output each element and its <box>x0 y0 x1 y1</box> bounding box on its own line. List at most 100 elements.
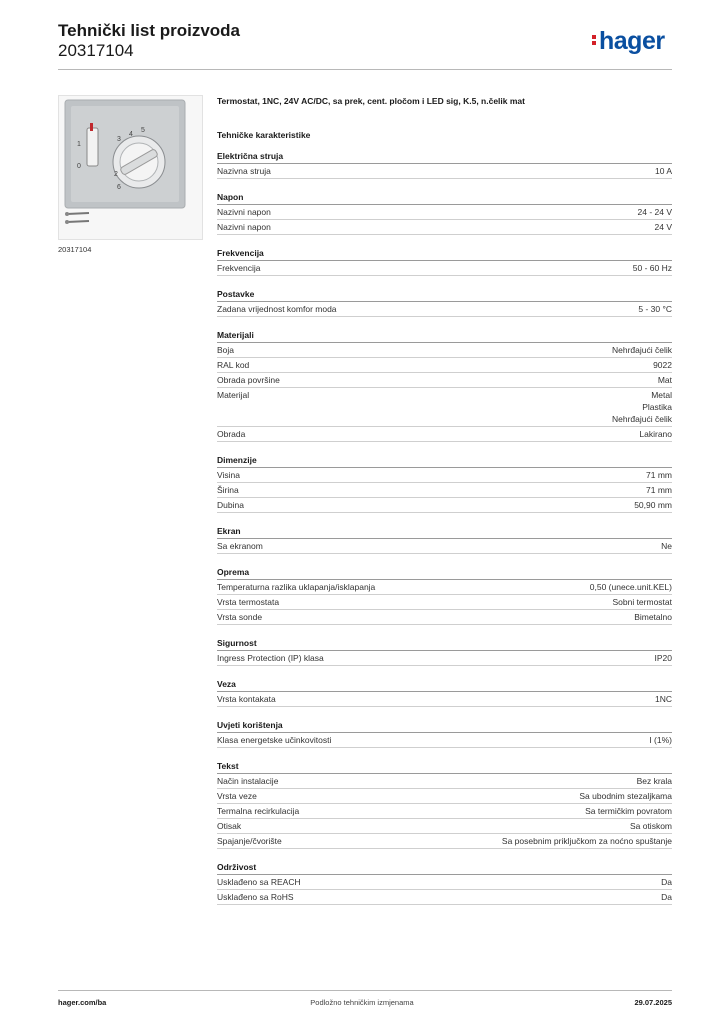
spec-label: Otisak <box>217 821 242 831</box>
spec-label: Vrsta sonde <box>217 612 263 622</box>
spec-value: Mat <box>658 374 672 386</box>
spec-row: Obrada površine Mat <box>217 373 672 388</box>
header: Tehnički list proizvoda 20317104 <box>58 20 240 61</box>
spec-value-line: 71 mm <box>646 485 672 495</box>
spec-value: 0,50 (unece.unit.KEL) <box>590 581 672 593</box>
spec-label: Dubina <box>217 500 244 510</box>
spec-row: Nazivni napon 24 V <box>217 220 672 235</box>
spec-value: 24 - 24 V <box>638 206 673 218</box>
spec-group-title: Ekran <box>217 525 672 539</box>
product-code: 20317104 <box>58 41 134 60</box>
spec-label: Frekvencija <box>217 263 261 273</box>
spec-label: Visina <box>217 470 240 480</box>
screws-icon <box>65 212 90 224</box>
dial-mark: 3 <box>117 136 121 143</box>
spec-value-line: Da <box>661 892 672 902</box>
spec-label: Usklađeno sa RoHS <box>217 892 294 902</box>
spec-value-line: 9022 <box>653 360 672 370</box>
section-heading: Tehničke karakteristike <box>217 130 311 140</box>
spec-value-line: Ne <box>661 541 672 551</box>
spec-row: RAL kod 9022 <box>217 358 672 373</box>
spec-value-line: Bimetalno <box>634 612 672 622</box>
spec-value: 10 A <box>655 165 672 177</box>
spec-row: Temperaturna razlika uklapanja/isklapanj… <box>217 580 672 595</box>
spec-value-line: Metal <box>651 390 672 400</box>
spec-label: Zadana vrijednost komfor moda <box>217 304 337 314</box>
spec-value: Bez krala <box>637 775 672 787</box>
spec-value-line: 71 mm <box>646 470 672 480</box>
spec-value: Sobni termostat <box>612 596 672 608</box>
spec-value-line: 5 - 30 °C <box>638 304 672 314</box>
spec-value: 9022 <box>653 359 672 371</box>
spec-label: Klasa energetske učinkovitosti <box>217 735 332 745</box>
spec-label: Nazivni napon <box>217 222 271 232</box>
logo-text: hager <box>599 27 665 55</box>
dial-mark: 1 <box>77 141 81 148</box>
spec-row: Nazivni napon 24 - 24 V <box>217 205 672 220</box>
footer-website[interactable]: hager.com/ba <box>58 998 107 1007</box>
footer-divider <box>58 990 672 991</box>
spec-value: Ne <box>661 540 672 552</box>
spec-value-line: Plastika <box>642 402 672 412</box>
spec-value: Sa termičkim povratom <box>585 805 672 817</box>
spec-group-title: Napon <box>217 191 672 205</box>
spec-content: Termostat, 1NC, 24V AC/DC, sa prek, cent… <box>217 95 672 917</box>
product-title: Termostat, 1NC, 24V AC/DC, sa prek, cent… <box>217 96 525 106</box>
spec-value-line: I (1%) <box>649 735 672 745</box>
spec-group-title: Sigurnost <box>217 637 672 651</box>
logo-dots-icon <box>592 33 597 47</box>
spec-value: Da <box>661 891 672 903</box>
spec-label: Obrada <box>217 429 246 439</box>
hager-logo: hager <box>592 27 665 56</box>
spec-label: Nazivni napon <box>217 207 271 217</box>
spec-label: Spajanje/čvorište <box>217 836 282 846</box>
spec-value-line: Nehrđajući čelik <box>612 414 672 424</box>
spec-group-title: Frekvencija <box>217 247 672 261</box>
spec-value: Da <box>661 876 672 888</box>
spec-value: 71 mm <box>646 469 672 481</box>
spec-value: IP20 <box>655 652 673 664</box>
spec-value-line: 24 V <box>654 222 673 232</box>
spec-value-line: 50 - 60 Hz <box>632 263 672 273</box>
spec-label: Ingress Protection (IP) klasa <box>217 653 324 663</box>
spec-label: Temperaturna razlika uklapanja/isklapanj… <box>217 582 376 592</box>
header-divider <box>58 69 672 70</box>
spec-label: Usklađeno sa REACH <box>217 877 301 887</box>
spec-value: 50 - 60 Hz <box>633 262 672 274</box>
spec-label: RAL kod <box>217 360 250 370</box>
spec-label: Obrada površine <box>217 375 280 385</box>
spec-row: Ingress Protection (IP) klasa IP20 <box>217 651 672 666</box>
spec-label: Materijal <box>217 390 250 400</box>
spec-group-title: Materijali <box>217 329 672 343</box>
spec-row: Vrsta sonde Bimetalno <box>217 610 672 625</box>
spec-row: Usklađeno sa RoHS Da <box>217 890 672 905</box>
spec-group-title: Uvjeti korištenja <box>217 719 672 733</box>
spec-value: Lakirano <box>639 428 672 440</box>
photo-caption: 20317104 <box>58 245 92 254</box>
spec-value-line: 0,50 (unece.unit.KEL) <box>589 582 672 592</box>
spec-row: Zadana vrijednost komfor moda 5 - 30 °C <box>217 302 672 317</box>
spec-group-title: Veza <box>217 678 672 692</box>
spec-row: Klasa energetske učinkovitosti I (1%) <box>217 733 672 748</box>
